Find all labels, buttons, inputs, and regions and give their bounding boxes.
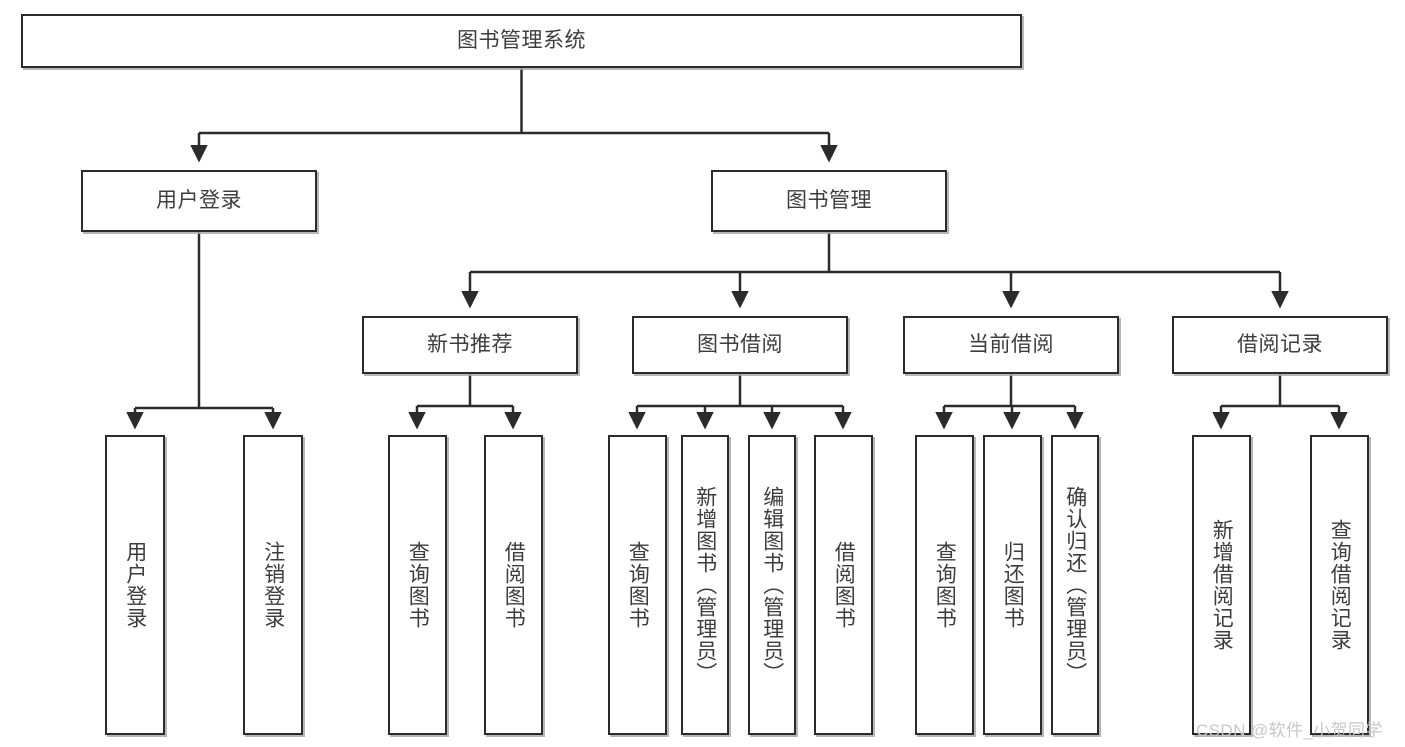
node-leaf-query-book-3-label: 查询图书 [933, 541, 957, 629]
node-leaf-add-record[interactable]: 新增借阅记录 [1192, 435, 1251, 735]
node-leaf-query-book-2[interactable]: 查询图书 [608, 435, 667, 735]
node-new-book-rec[interactable]: 新书推荐 [362, 316, 578, 374]
node-leaf-add-book[interactable]: 新增图书（管理员） [681, 435, 729, 735]
node-borrow-record-label: 借阅记录 [1237, 332, 1323, 356]
node-leaf-add-record-label: 新增借阅记录 [1210, 519, 1234, 651]
node-leaf-borrow-book-1[interactable]: 借阅图书 [484, 435, 543, 735]
node-leaf-edit-book-label: 编辑图书（管理员） [760, 486, 784, 684]
node-leaf-user-login-label: 用户登录 [123, 541, 147, 629]
node-book-manage-label: 图书管理 [786, 188, 872, 212]
node-leaf-borrow-book-2-label: 借阅图书 [832, 541, 856, 629]
node-borrow-record[interactable]: 借阅记录 [1172, 316, 1388, 374]
node-leaf-borrow-book-1-label: 借阅图书 [502, 541, 526, 629]
node-leaf-user-logout-label: 注销登录 [261, 541, 285, 629]
node-leaf-query-record-label: 查询借阅记录 [1328, 519, 1352, 651]
node-root-label: 图书管理系统 [457, 28, 586, 52]
node-book-borrow-label: 图书借阅 [697, 332, 783, 356]
node-leaf-query-book-2-label: 查询图书 [626, 541, 650, 629]
node-leaf-query-book-3[interactable]: 查询图书 [915, 435, 974, 735]
node-leaf-borrow-book-2[interactable]: 借阅图书 [814, 435, 873, 735]
node-current-borrow[interactable]: 当前借阅 [903, 316, 1119, 374]
node-user-login-label: 用户登录 [156, 188, 242, 212]
node-leaf-confirm-return[interactable]: 确认归还（管理员） [1051, 435, 1099, 735]
node-leaf-user-login[interactable]: 用户登录 [105, 435, 165, 735]
node-leaf-user-logout[interactable]: 注销登录 [243, 435, 303, 735]
node-leaf-return-book[interactable]: 归还图书 [983, 435, 1042, 735]
node-leaf-return-book-label: 归还图书 [1001, 541, 1025, 629]
node-leaf-confirm-return-label: 确认归还（管理员） [1063, 486, 1087, 684]
node-leaf-add-book-label: 新增图书（管理员） [693, 486, 717, 684]
node-leaf-query-record[interactable]: 查询借阅记录 [1310, 435, 1369, 735]
node-book-borrow[interactable]: 图书借阅 [632, 316, 848, 374]
node-leaf-query-book-1[interactable]: 查询图书 [388, 435, 447, 735]
node-user-login[interactable]: 用户登录 [81, 170, 317, 232]
node-new-book-rec-label: 新书推荐 [427, 332, 513, 356]
node-leaf-query-book-1-label: 查询图书 [406, 541, 430, 629]
node-leaf-edit-book[interactable]: 编辑图书（管理员） [748, 435, 796, 735]
node-current-borrow-label: 当前借阅 [968, 332, 1054, 356]
node-root[interactable]: 图书管理系统 [21, 14, 1022, 68]
csdn-watermark: CSDN @软件_小贺同学 [1196, 721, 1383, 740]
node-book-manage[interactable]: 图书管理 [711, 170, 947, 232]
